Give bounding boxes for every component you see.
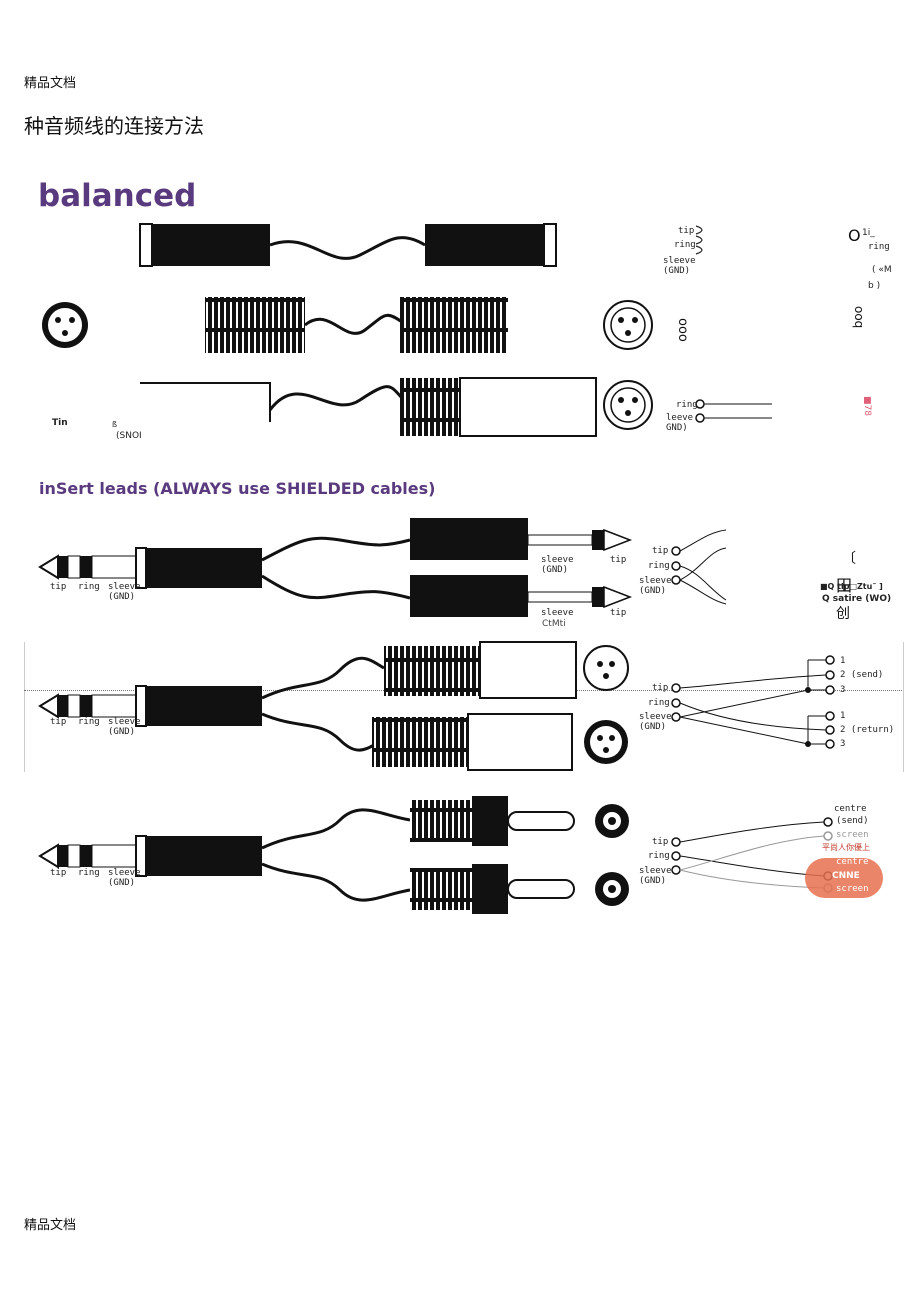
bal-ocr-b: b ) (868, 281, 881, 291)
ins3-centre2: centre (836, 857, 869, 867)
bal-ocr-ooo-right: ooq (852, 306, 866, 329)
bal-sleeve-label: sleeve (663, 256, 696, 266)
insert-row3-cable (38, 796, 833, 914)
ins1-ocr-satire: Q satire (WO) (822, 594, 892, 604)
ins1-ctmti: CtMti (542, 619, 566, 629)
insert-heading: inSert leads (ALWAYS use SHIELDED cables… (39, 479, 436, 498)
ins1-gnd: (GND) (108, 592, 136, 602)
ins2-sleeve: sleeve (108, 717, 141, 727)
ins3-right-tip: tip (652, 837, 669, 847)
ins1-top-tip: tip (610, 555, 627, 565)
ins1-ocr-tips: ■Q tip□Ztu˜ ] (820, 582, 883, 591)
ins1-right-ring: ring (648, 561, 670, 571)
balanced-row3-cable (140, 377, 772, 437)
ins2-pin1b: 1 (840, 711, 846, 721)
bal-row3-ring: ring (676, 400, 698, 410)
ins1-ring: ring (78, 582, 100, 592)
ins3-right-gnd: (GND) (639, 876, 667, 886)
header-watermark: 精品文档 (24, 76, 77, 91)
ins3-screen1: screen (836, 830, 869, 840)
footer-watermark: 精品文档 (24, 1218, 77, 1233)
ins2-pin3b: 3 (840, 739, 846, 749)
red-stamp-seal (805, 858, 883, 898)
balanced-row1-cable (139, 223, 703, 267)
ins2-pin2a: 2 (send) (840, 670, 884, 680)
ins1-right-sleeve: sleeve (639, 576, 672, 586)
balanced-heading: balanced (38, 178, 197, 214)
ins3-right-sleeve: sleeve (639, 866, 672, 876)
bal-ocr-m: ( «M (872, 265, 892, 275)
bal-tip-label: tip (678, 226, 695, 236)
bal-ocr-o: O (848, 226, 861, 245)
ins2-right-ring: ring (648, 698, 670, 708)
balanced-row2-cable (42, 297, 653, 353)
ins1-ocr-chuang: 创 (836, 606, 850, 622)
bal-gnd-label: (GND) (663, 266, 691, 276)
ins2-ring: ring (78, 717, 100, 727)
ins3-right-ring: ring (648, 851, 670, 861)
ins3-send: (send) (836, 816, 869, 826)
ins3-gnd: (GND) (108, 878, 136, 888)
ins3-screen2: screen (836, 884, 869, 894)
ins1-ocr-bracket: 〔 (842, 551, 856, 567)
ins2-right-gnd: (GND) (639, 722, 667, 732)
ins1-top-sleeve: sleeve (541, 555, 574, 565)
bal-snoi-label: (SNOI (116, 431, 142, 441)
insert-row1-cable (38, 518, 727, 617)
ins1-bot-sleeve: sleeve (541, 608, 574, 618)
ins1-bot-tip: tip (610, 608, 627, 618)
ins3-tip: tip (50, 868, 67, 878)
bal-row3-gnd: GND) (666, 423, 688, 433)
ins2-tip: tip (50, 717, 67, 727)
ins1-top-gnd: (GND) (541, 565, 569, 575)
bal-row3-sleeve: leeve (666, 413, 694, 423)
diagram-strip (24, 642, 904, 772)
ins2-gnd: (GND) (108, 727, 136, 737)
ins2-pin1a: 1 (840, 656, 846, 666)
page-title: 种音频线的连接方法 (24, 114, 204, 138)
ins2-right-tip: tip (652, 683, 669, 693)
bal-ocr-sup: 1i_ (862, 228, 875, 238)
ins1-tip: tip (50, 582, 67, 592)
ins3-ring: ring (78, 868, 100, 878)
bal-tin-mark: ß (112, 420, 118, 429)
ins1-sleeve: sleeve (108, 582, 141, 592)
ins2-right-sleeve: sleeve (639, 712, 672, 722)
ins1-right-tip: tip (652, 546, 669, 556)
ins3-centre1: centre (834, 804, 867, 814)
insert-row2-cable (38, 641, 835, 771)
ins3-stamp-text: 平尚人你優上 (822, 843, 870, 852)
ins1-ocr-box: 田 (836, 576, 853, 595)
bal-ring-label: ring (674, 240, 696, 250)
ins2-pin2b: 2 (return) (840, 725, 895, 735)
ins2-pin3a: 3 (840, 685, 846, 695)
bal-pink-mark: ■78 (862, 396, 872, 416)
ins3-stamp2-text: CNNE (832, 871, 860, 881)
bal-tin-label: Tin (52, 418, 68, 428)
bal-ocr-ooo-left: ooo (675, 318, 690, 342)
ins3-sleeve: sleeve (108, 868, 141, 878)
bal-ring-right-label: ring (868, 242, 890, 252)
ins1-right-gnd: (GND) (639, 586, 667, 596)
